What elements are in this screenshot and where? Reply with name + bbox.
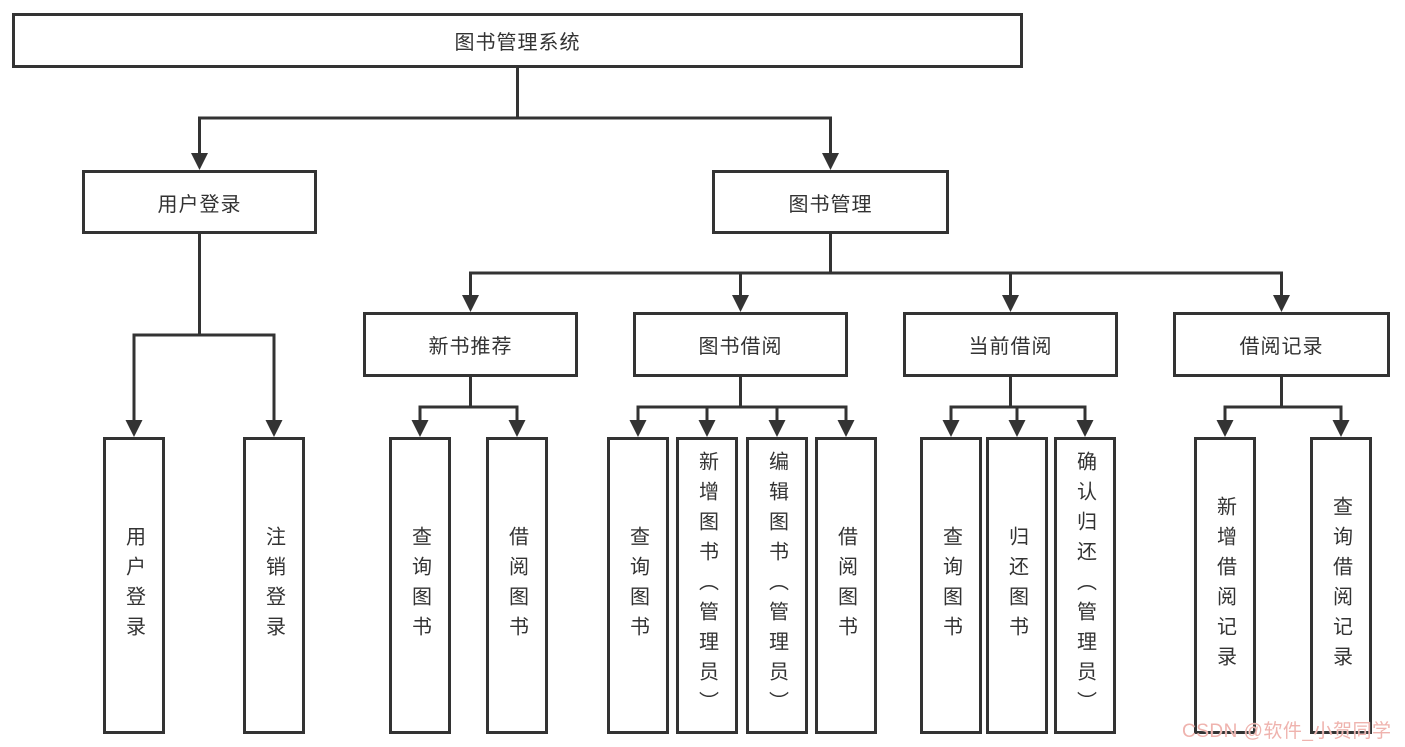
arrowhead-down-icon: [698, 420, 716, 437]
arrowhead-down-icon: [265, 420, 283, 437]
leaf-query-books-3: 查询图书: [920, 437, 982, 734]
csdn-watermark: CSDN @软件_小贺同学: [1182, 721, 1392, 742]
leaf-borrow-books-2: 借阅图书: [815, 437, 877, 734]
node-label: 借阅记录: [1239, 336, 1324, 358]
node-label: 图书管理: [788, 193, 873, 216]
arrowhead-down-icon: [629, 420, 647, 437]
arrowhead-down-icon: [1216, 420, 1234, 437]
node-label: 查询图书: [408, 525, 431, 646]
arrowhead-down-icon: [191, 153, 208, 170]
node-label: 用户登录: [122, 525, 145, 646]
arrowhead-down-icon: [411, 420, 429, 437]
node-user-login: 用户登录: [82, 170, 317, 234]
leaf-return-books: 归还图书: [986, 437, 1048, 734]
node-label: 注销登录: [262, 525, 285, 646]
node-label: 新书推荐: [428, 336, 513, 358]
node-label: 当前借阅: [968, 336, 1053, 358]
leaf-add-books-admin: 新增图书（管理员）: [676, 437, 738, 734]
node-label: 归还图书: [1005, 525, 1028, 646]
node-label: 用户登录: [157, 193, 242, 216]
arrowhead-down-icon: [462, 295, 479, 312]
node-label: 查询图书: [626, 525, 649, 646]
leaf-confirm-return-admin: 确认归还（管理员）: [1054, 437, 1116, 734]
leaf-borrow-books-1: 借阅图书: [486, 437, 548, 734]
node-label: 查询借阅记录: [1329, 495, 1352, 676]
arrowhead-down-icon: [1332, 420, 1350, 437]
leaf-edit-books-admin: 编辑图书（管理员）: [746, 437, 808, 734]
leaf-query-books-1: 查询图书: [389, 437, 451, 734]
arrowhead-down-icon: [822, 153, 839, 170]
node-book-management: 图书管理: [712, 170, 949, 234]
node-label: 借阅图书: [834, 525, 857, 646]
node-current-borrow: 当前借阅: [903, 312, 1118, 377]
arrowhead-down-icon: [768, 420, 786, 437]
arrowhead-down-icon: [837, 420, 855, 437]
node-label: 确认归还（管理员）: [1073, 450, 1096, 721]
node-new-book-recommend: 新书推荐: [363, 312, 578, 377]
arrowhead-down-icon: [508, 420, 526, 437]
leaf-logout: 注销登录: [243, 437, 305, 734]
node-label: 图书借阅: [698, 336, 783, 358]
leaf-query-borrow-record: 查询借阅记录: [1310, 437, 1372, 734]
node-label: 图书管理系统: [454, 32, 581, 54]
arrowhead-down-icon: [1008, 420, 1026, 437]
node-label: 新增图书（管理员）: [695, 450, 718, 721]
leaf-add-borrow-record: 新增借阅记录: [1194, 437, 1256, 734]
arrowhead-down-icon: [1076, 420, 1094, 437]
node-label: 新增借阅记录: [1213, 495, 1236, 676]
node-label: 编辑图书（管理员）: [765, 450, 788, 721]
node-label: 查询图书: [939, 525, 962, 646]
node-root: 图书管理系统: [12, 13, 1023, 68]
arrowhead-down-icon: [942, 420, 960, 437]
node-book-borrow: 图书借阅: [633, 312, 848, 377]
arrowhead-down-icon: [125, 420, 143, 437]
node-label: 借阅图书: [505, 525, 528, 646]
arrowhead-down-icon: [1002, 295, 1019, 312]
leaf-query-books-2: 查询图书: [607, 437, 669, 734]
arrowhead-down-icon: [732, 295, 749, 312]
node-borrow-records: 借阅记录: [1173, 312, 1390, 377]
leaf-user-login: 用户登录: [103, 437, 165, 734]
arrowhead-down-icon: [1273, 295, 1290, 312]
